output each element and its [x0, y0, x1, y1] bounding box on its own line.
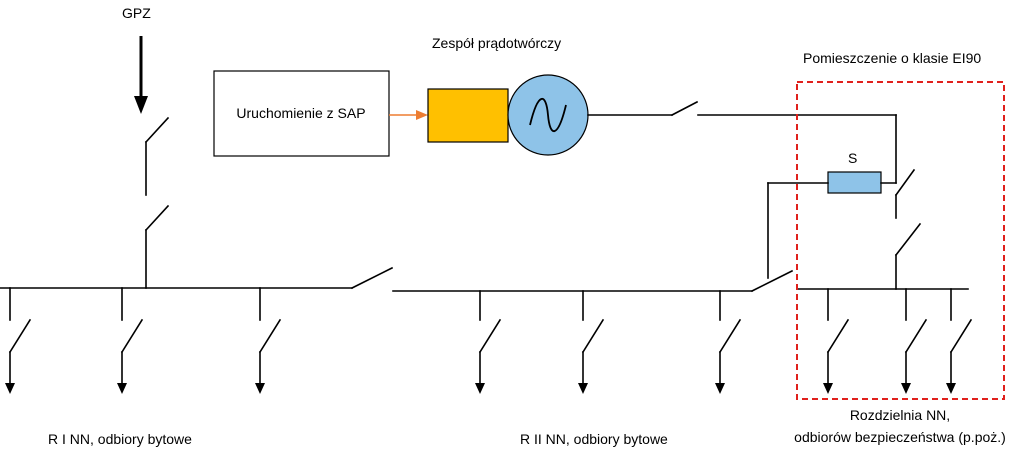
- feeder-safety-3: [946, 288, 973, 394]
- feeder-r2-2: [578, 290, 605, 394]
- safety-switchboard-label-line2: odbiorów bezpieczeństwa (p.poż.): [794, 429, 1006, 445]
- feeder-r1-3: [255, 287, 282, 394]
- arrow-down-icon: [117, 383, 127, 394]
- room-ei90-border: [796, 81, 1005, 400]
- generator-controller-box: [427, 88, 509, 143]
- start-from-sap-label: Uruchomienie z SAP: [236, 105, 365, 121]
- arrow-down-icon: [578, 383, 588, 394]
- generator-output-switch: [670, 100, 699, 117]
- incoming-switch-upper: [144, 116, 170, 196]
- control-signal-arrow: [389, 110, 428, 120]
- arrow-down-icon: [715, 383, 725, 394]
- r2-label: R II NN, odbiory bytowe: [520, 431, 668, 447]
- feeder-safety-2: [901, 288, 928, 394]
- start-from-sap-box: [213, 70, 390, 157]
- arrow-down-icon: [475, 383, 485, 394]
- feeder-r2-1: [475, 290, 502, 394]
- arrow-down-icon: [823, 383, 833, 394]
- safety-switchboard-label-line1: Rozdzielnia NN,: [850, 407, 950, 423]
- sine-wave-icon: [529, 97, 567, 133]
- arrow-down-icon: [5, 383, 15, 394]
- r2-supply-switch: [750, 269, 794, 293]
- transfer-switch-upper: [894, 168, 916, 197]
- switch-s-box: [827, 171, 882, 194]
- arrow-down-icon: [946, 383, 956, 394]
- arrow-down-icon: [901, 383, 911, 394]
- bus-coupler-switch: [350, 266, 394, 290]
- arrow-down-icon: [255, 383, 265, 394]
- incoming-switch-lower: [144, 204, 170, 289]
- switch-s-label: S: [848, 150, 857, 166]
- r1-label: R I NN, odbiory bytowe: [48, 431, 192, 447]
- gpz-supply-arrow: [134, 36, 148, 114]
- gpz-label: GPZ: [122, 5, 151, 21]
- feeder-r2-3: [715, 290, 742, 394]
- feeder-safety-1: [823, 288, 850, 394]
- transfer-switch-lower: [894, 222, 922, 257]
- feeder-r1-2: [117, 287, 144, 394]
- room-class-label: Pomieszczenie o klasie EI90: [803, 50, 981, 66]
- feeder-r1-1: [5, 287, 32, 394]
- generator-set-label: Zespół prądotwórczy: [432, 35, 561, 51]
